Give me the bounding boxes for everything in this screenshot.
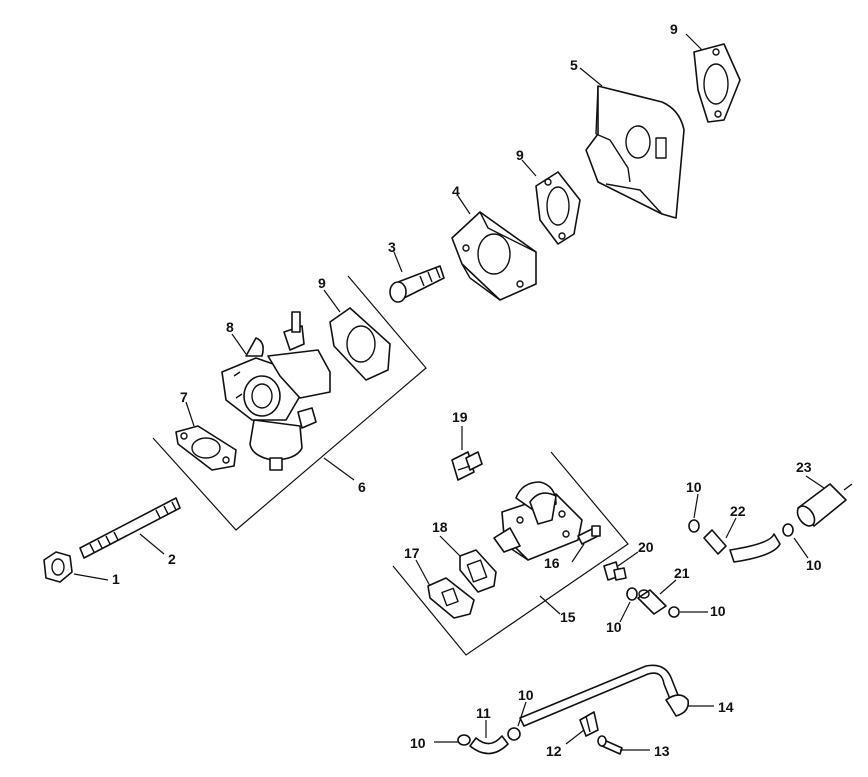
callout-2: 2 xyxy=(168,551,176,567)
callout-21: 21 xyxy=(674,565,690,581)
part-10-clamp-d xyxy=(782,523,794,537)
callout-9-top: 9 xyxy=(670,21,678,37)
part-11-hose xyxy=(469,735,509,755)
callout-8: 8 xyxy=(226,319,234,335)
callout-9-middle: 9 xyxy=(516,147,524,163)
part-23-fuel-filter xyxy=(796,483,853,527)
part-4-spacer xyxy=(451,211,537,301)
part-10-clamp-b xyxy=(668,606,680,618)
part-18-gasket xyxy=(459,549,497,593)
callout-10-e: 10 xyxy=(806,557,822,573)
part-15-fuel-pump xyxy=(493,481,583,561)
callout-19: 19 xyxy=(452,409,468,425)
callout-13: 13 xyxy=(654,743,670,759)
part-9-gasket-middle xyxy=(535,171,581,245)
callout-10-d: 10 xyxy=(686,479,702,495)
part-3-bolt xyxy=(389,265,445,303)
callout-10-f: 10 xyxy=(518,687,534,703)
part-2-stud xyxy=(79,497,181,559)
callout-10-a: 10 xyxy=(410,735,426,751)
part-9-gasket-lower xyxy=(329,307,391,381)
part-1-nut xyxy=(43,551,73,583)
callout-18: 18 xyxy=(432,519,448,535)
part-19-elbow-fitting xyxy=(451,451,483,481)
callout-7: 7 xyxy=(180,389,188,405)
part-16-screw xyxy=(577,525,601,545)
callout-6: 6 xyxy=(358,479,366,495)
callout-11: 11 xyxy=(476,705,491,721)
callout-14: 14 xyxy=(718,699,734,715)
callout-23: 23 xyxy=(796,459,812,475)
callout-1: 1 xyxy=(112,571,120,587)
part-9-gasket-top xyxy=(693,43,741,123)
callout-15: 15 xyxy=(560,609,576,625)
part-5-heat-shield xyxy=(585,85,685,219)
part-22-hose xyxy=(703,529,781,563)
part-10-clamp-f xyxy=(507,727,521,741)
part-7-gasket xyxy=(175,425,237,471)
group-frame-carburetor xyxy=(152,275,427,531)
part-10-clamp-e xyxy=(457,734,471,746)
callout-5: 5 xyxy=(570,57,578,73)
callout-16: 16 xyxy=(544,555,560,571)
callout-4: 4 xyxy=(452,183,460,199)
callout-12: 12 xyxy=(546,743,562,759)
part-20-fitting xyxy=(603,561,627,581)
callout-22: 22 xyxy=(730,503,746,519)
callout-17: 17 xyxy=(404,545,420,561)
part-17-plate xyxy=(427,577,475,619)
callout-10-c: 10 xyxy=(710,603,726,619)
part-10-clamp-a xyxy=(626,587,638,601)
group-frame-fuel-pump xyxy=(392,451,629,656)
part-12-clip xyxy=(579,711,599,737)
leader-lines xyxy=(73,33,825,751)
callout-10-b: 10 xyxy=(606,619,622,635)
callout-20: 20 xyxy=(638,539,654,555)
part-13-screw xyxy=(597,735,623,755)
part-14-fuel-line xyxy=(519,664,690,727)
callout-9-lower: 9 xyxy=(318,275,326,291)
part-8-carburetor xyxy=(221,311,331,471)
callout-3: 3 xyxy=(388,239,396,255)
part-10-clamp-c xyxy=(688,519,700,533)
part-21-hose xyxy=(637,589,667,615)
